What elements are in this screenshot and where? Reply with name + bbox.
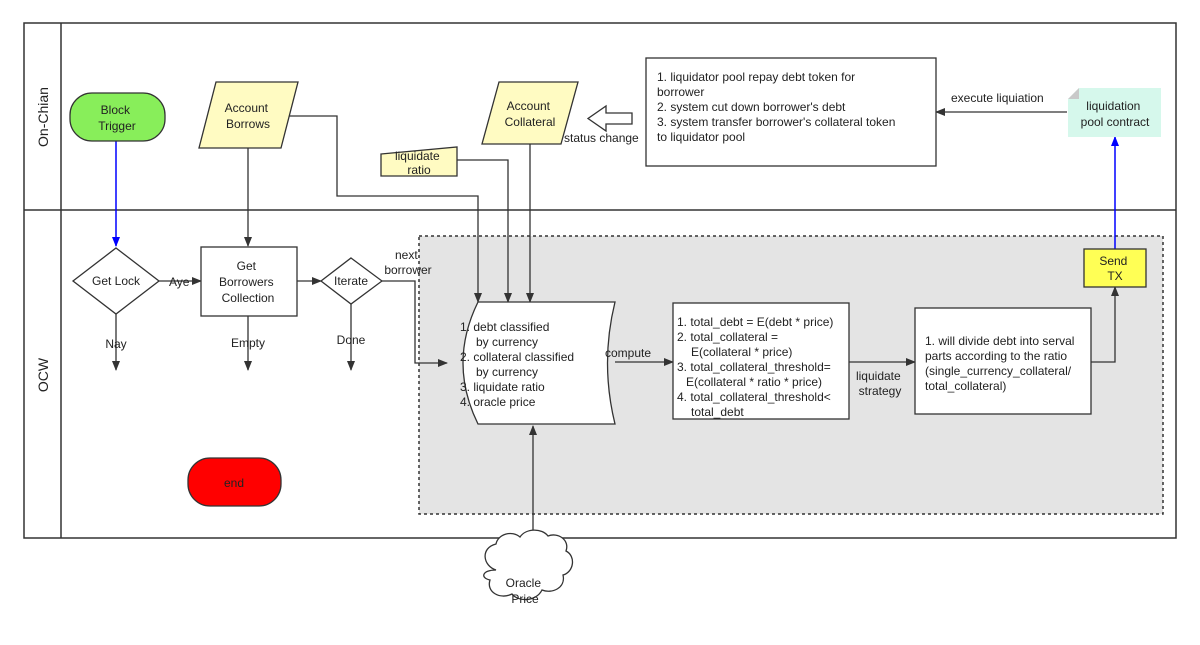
edge-iterate-next-borrower — [382, 280, 448, 367]
compute-box[interactable] — [672, 302, 850, 420]
end-node[interactable] — [187, 457, 282, 507]
empty-label: Empty — [231, 336, 265, 350]
note-fold-icon — [1068, 88, 1079, 99]
done-label: Done — [337, 333, 366, 347]
edge-ratio-to-store — [457, 159, 512, 303]
nay-label: Nay — [105, 337, 126, 351]
block-trigger-label: Block Trigger — [98, 103, 136, 133]
compute-box-text: 1. total_debt = E(debt * price) 2. total… — [677, 315, 837, 419]
account-borrows-label: Account Borrows — [225, 101, 272, 131]
send-tx-node[interactable] — [1083, 248, 1147, 288]
account-collateral-node[interactable] — [481, 81, 579, 145]
liquidation-pool-contract-label: liquidation pool contract — [1081, 99, 1150, 129]
status-change-arrow — [586, 104, 633, 133]
compute-label: compute — [605, 346, 651, 360]
status-change-label: status change — [564, 131, 639, 145]
block-trigger-node[interactable] — [69, 92, 166, 142]
end-label: end — [224, 476, 244, 490]
lane-label-ocw: OCW — [35, 357, 51, 392]
oracle-price-label: Oracle Price — [506, 576, 545, 606]
get-borrowers-collection-node[interactable] — [200, 246, 298, 317]
execute-liquidation-label: execute liquiation — [951, 91, 1044, 105]
edge-borrows-to-store — [285, 115, 482, 303]
get-lock-label: Get Lock — [92, 274, 141, 288]
data-store-text: 1. debt classified by currency 2. collat… — [460, 320, 577, 409]
iterate-decision[interactable] — [319, 257, 384, 305]
liquidate-ratio-node[interactable] — [380, 146, 458, 177]
get-lock-decision[interactable] — [71, 247, 161, 315]
iterate-label: Iterate — [334, 274, 368, 288]
liquidate-ratio-label: liquidate ratio — [395, 149, 443, 177]
account-borrows-node[interactable] — [198, 81, 299, 149]
next-borrower-label: next borrower — [384, 248, 431, 277]
liquidate-strategy-label: liquidate strategy — [856, 369, 904, 398]
aye-label: Aye — [169, 275, 190, 289]
edge-strategy-to-send — [1091, 286, 1119, 363]
strategy-box-text: 1. will divide debt into serval parts ac… — [925, 334, 1078, 393]
send-tx-label: Send TX — [1099, 254, 1130, 283]
get-borrowers-collection-label: Get Borrowers Collection — [219, 259, 277, 305]
lane-label-on-chain: On-Chian — [35, 87, 51, 147]
strategy-box[interactable] — [914, 307, 1092, 415]
liquidation-pool-contract-node[interactable] — [1068, 88, 1161, 137]
account-collateral-label: Account Collateral — [505, 99, 556, 129]
oracle-price-node[interactable] — [483, 529, 574, 601]
data-store-node[interactable] — [462, 301, 616, 425]
liquidation-steps-text: 1. liquidator pool repay debt token for … — [657, 70, 899, 144]
liquidation-steps-box[interactable] — [645, 57, 937, 167]
